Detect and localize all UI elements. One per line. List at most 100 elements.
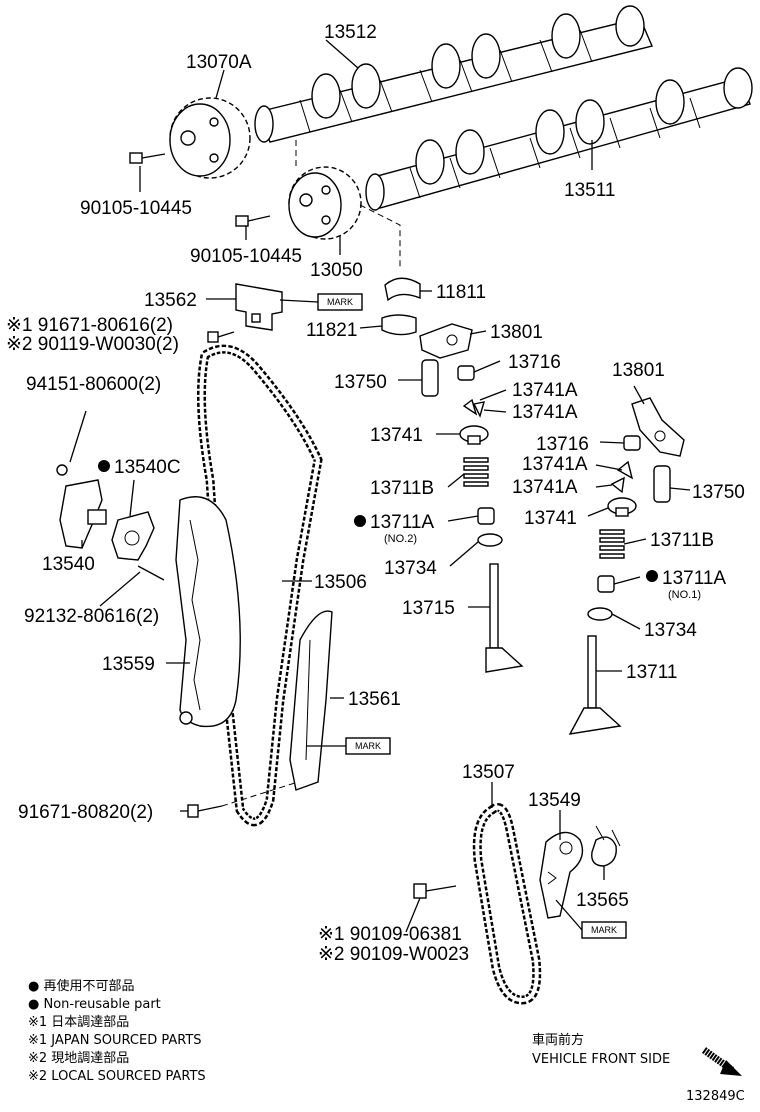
mark-box-13561: MARK xyxy=(306,737,391,755)
callout-no2: (NO.2) xyxy=(384,533,417,545)
legend-line-2: ● Non-reusable part xyxy=(28,997,161,1012)
bolt-90105-lower xyxy=(235,215,271,227)
front-arrow-icon xyxy=(701,1047,742,1076)
non-reusable-dot xyxy=(98,460,110,472)
camshaft-exhaust-13511 xyxy=(365,67,753,211)
seat-13734-b xyxy=(587,607,613,621)
front-label-jp: 車両前方 xyxy=(532,1032,584,1048)
vvt-gear-13070A xyxy=(169,97,251,179)
callout-90109-06381: ※1 90109-06381 xyxy=(318,924,462,945)
vehicle-front-indicator: 車両前方 VEHICLE FRONT SIDE xyxy=(532,1032,742,1076)
bolt-90105-upper xyxy=(129,152,166,164)
stud-92132 xyxy=(137,565,165,581)
callout-13711A-a: 13711A xyxy=(370,512,434,533)
callout-11821: 11821 xyxy=(306,320,357,341)
callout-13512: 13512 xyxy=(324,22,377,43)
bolt-90109 xyxy=(413,883,457,899)
callout-13562: 13562 xyxy=(144,290,197,311)
mark-box-13549: MARK xyxy=(555,899,627,939)
callout-13511: 13511 xyxy=(564,180,615,201)
callout-11811: 11811 xyxy=(436,282,486,303)
callout-no1: (NO.1) xyxy=(668,589,701,601)
spring-13565 xyxy=(591,825,621,867)
gasket-13540C xyxy=(111,511,155,561)
legend-line-5: ※2 現地調達部品 xyxy=(28,1051,129,1066)
callout-13716-b: 13716 xyxy=(536,434,589,455)
callout-13711A-b: 13711A xyxy=(662,568,726,589)
callout-91671-80820: 91671-80820(2) xyxy=(18,802,153,823)
retainer-13741-b xyxy=(607,497,637,517)
chain-slipper-13559 xyxy=(175,496,241,728)
chain-guide-13561 xyxy=(289,610,333,791)
bearing-cap-11821 xyxy=(381,314,417,336)
callout-13715: 13715 xyxy=(402,598,455,619)
callout-13070A: 13070A xyxy=(186,52,252,73)
callout-13801-b: 13801 xyxy=(612,360,665,381)
valve-13715 xyxy=(485,563,524,673)
callout-13540C: 13540C xyxy=(114,457,181,478)
rocker-arm-13801-b xyxy=(631,397,685,457)
callout-13506: 13506 xyxy=(314,572,367,593)
lash-adjuster-13750-a xyxy=(421,359,439,397)
keys-13741A-b xyxy=(610,460,634,494)
bolt-91671-80616 xyxy=(207,331,235,343)
callout-13801-a: 13801 xyxy=(490,322,543,343)
callout-13716-a: 13716 xyxy=(508,352,561,373)
svg-text:MARK: MARK xyxy=(355,741,381,751)
retainer-13741-a xyxy=(459,425,489,445)
callout-13741A-4: 13741A xyxy=(512,477,578,498)
callout-13741-a: 13741 xyxy=(370,425,423,446)
camshaft-intake-13512 xyxy=(254,5,653,143)
mark-box-13562: MARK xyxy=(279,293,363,311)
timing-chain-13506 xyxy=(196,344,323,827)
non-reusable-dot xyxy=(354,515,366,527)
legend-line-3: ※1 日本調達部品 xyxy=(28,1015,129,1030)
svg-text:MARK: MARK xyxy=(591,925,617,935)
vvt-gear-13050 xyxy=(288,166,362,240)
valve-13711 xyxy=(568,635,622,735)
callout-13750-b: 13750 xyxy=(692,482,745,503)
seat-13734-a xyxy=(477,533,503,547)
chain-guide-13562 xyxy=(235,283,283,331)
non-reusable-dot xyxy=(646,570,658,582)
lash-adjuster-13750-b xyxy=(653,465,671,503)
callout-94151: 94151-80600(2) xyxy=(26,374,161,395)
callout-90109-W0023: ※2 90109-W0023 xyxy=(318,944,469,965)
callout-92132: 92132-80616(2) xyxy=(24,606,159,627)
legend: ● 再使用不可部品 ● Non-reusable part ※1 日本調達部品 … xyxy=(28,978,206,1084)
callout-13750-a: 13750 xyxy=(334,372,387,393)
callout-91671-80616: ※1 91671-80616(2) xyxy=(6,315,173,336)
keys-13741A-a xyxy=(462,398,485,418)
callout-90105-upper: 90105-10445 xyxy=(80,198,192,219)
callout-13540: 13540 xyxy=(42,554,95,575)
callout-13711B-b: 13711B xyxy=(650,530,714,551)
cap-13716-a xyxy=(457,365,475,381)
callout-13711: 13711 xyxy=(626,662,677,683)
callout-13741A-1: 13741A xyxy=(512,380,578,401)
spring-13711B-b xyxy=(599,529,625,559)
callout-13741A-2: 13741A xyxy=(512,402,578,423)
front-label-en: VEHICLE FRONT SIDE xyxy=(532,1052,670,1067)
callout-13711B-a: 13711B xyxy=(370,478,434,499)
callout-90105-lower: 90105-10445 xyxy=(190,246,302,267)
callout-13561: 13561 xyxy=(348,689,401,710)
callout-13565: 13565 xyxy=(576,890,629,911)
seal-13711A-b xyxy=(597,575,615,593)
callout-90119: ※2 90119-W0030(2) xyxy=(6,334,179,355)
cap-13716-b xyxy=(623,435,641,451)
callout-13734-a: 13734 xyxy=(384,558,437,579)
legend-line-6: ※2 LOCAL SOURCED PARTS xyxy=(28,1069,206,1084)
callout-13741-b: 13741 xyxy=(524,508,577,529)
callout-13559: 13559 xyxy=(102,654,155,675)
diagram-id: 132849C xyxy=(686,1089,745,1104)
legend-line-4: ※1 JAPAN SOURCED PARTS xyxy=(28,1033,202,1048)
bearing-cap-11811 xyxy=(384,277,421,302)
bolt-91671-80820 xyxy=(187,804,223,818)
oil-pump-chain-13507 xyxy=(472,803,542,1005)
seal-13711A-a xyxy=(477,507,495,525)
spring-13711B-a xyxy=(463,457,489,487)
chain-tensioner-13540 xyxy=(56,464,107,549)
rocker-arm-13801-a xyxy=(419,323,473,359)
callout-13741A-3: 13741A xyxy=(522,454,588,475)
